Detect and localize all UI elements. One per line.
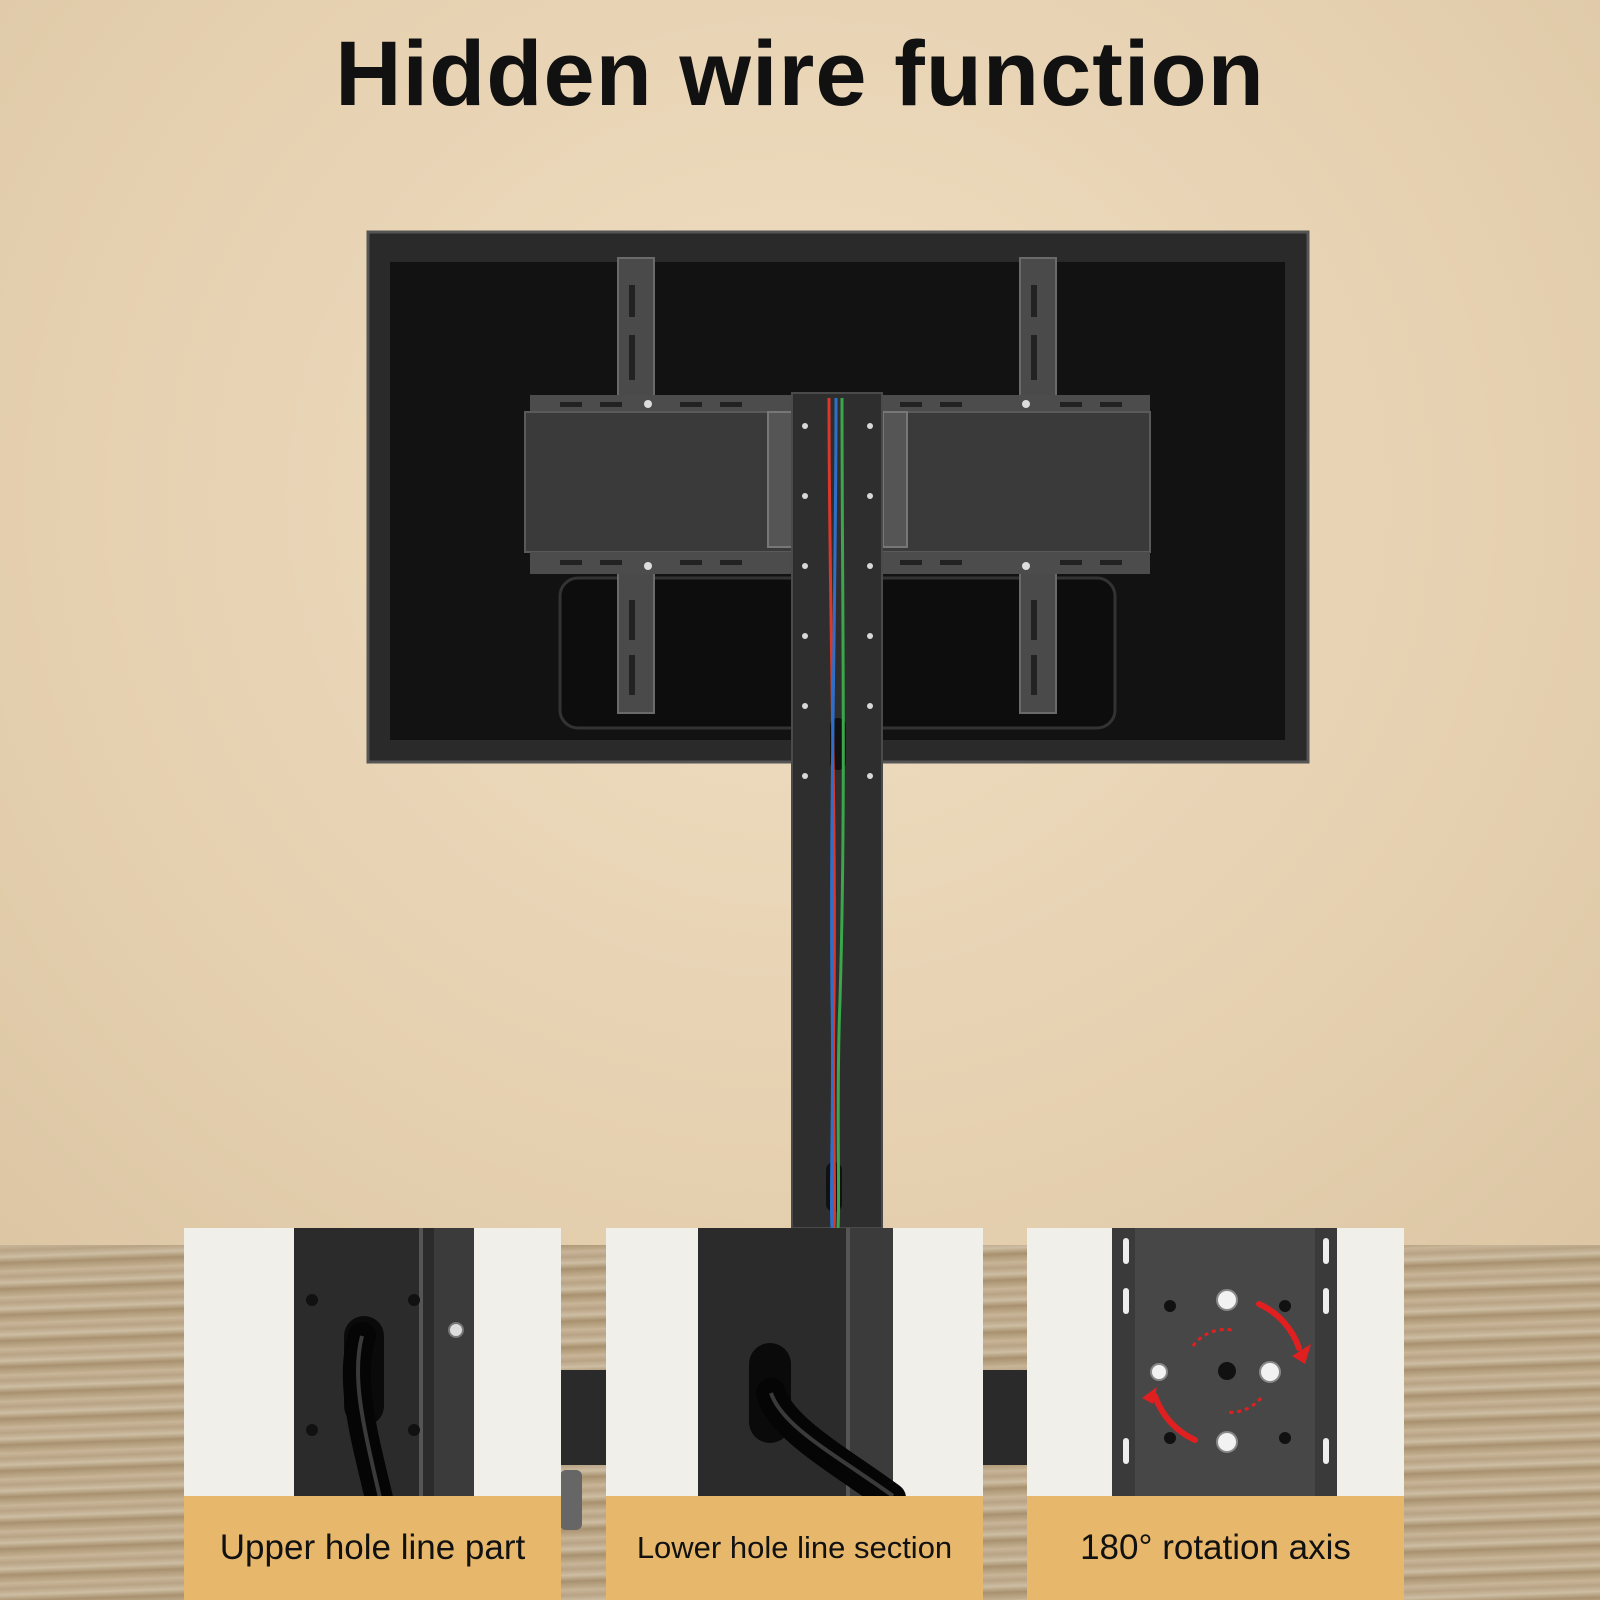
panel-caption-lower: Lower hole line section <box>606 1496 983 1600</box>
detail-panel-rotation: 180° rotation axis <box>1027 1228 1404 1600</box>
wire-blue <box>829 397 838 1229</box>
column-holes <box>802 423 873 779</box>
wire-green <box>836 397 845 1229</box>
rotation-axis-detail <box>1112 1228 1337 1498</box>
wire-red <box>827 397 837 1229</box>
base-frame-right <box>980 1370 1028 1465</box>
base-frame-left <box>560 1370 608 1465</box>
panel-caption-upper: Upper hole line part <box>184 1496 561 1600</box>
clamp-right <box>882 411 908 548</box>
lower-hole-detail <box>698 1228 906 1513</box>
clamp-left <box>767 411 793 548</box>
upper-hole-detail <box>294 1228 474 1512</box>
page-title: Hidden wire function <box>335 23 1265 125</box>
detail-panel-upper-hole: Upper hole line part <box>184 1228 561 1600</box>
caster-left <box>560 1470 582 1530</box>
detail-panel-lower-hole: Lower hole line section <box>606 1228 983 1600</box>
panel-caption-rotation: 180° rotation axis <box>1027 1496 1404 1600</box>
